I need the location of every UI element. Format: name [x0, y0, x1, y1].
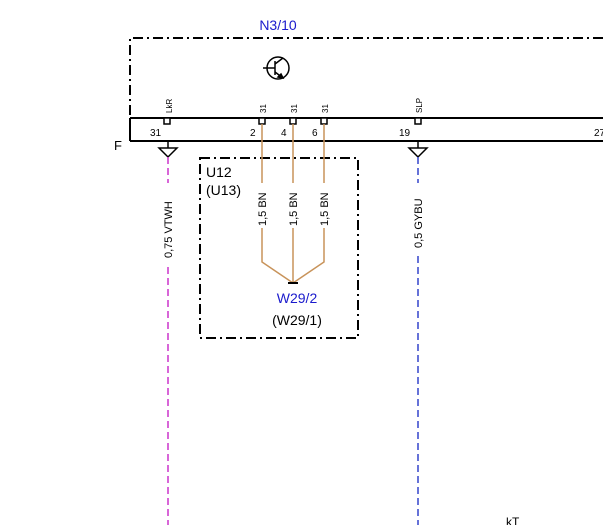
pin-label-slp: SLP — [415, 98, 424, 113]
splice-box — [199, 157, 359, 339]
pin-label-31b: 31 — [290, 104, 299, 113]
wire-label-bn: 1,5 BN — [288, 192, 300, 226]
wire-label-bg — [317, 183, 331, 228]
pin-label-31c: 31 — [321, 104, 330, 113]
wire-label-bg — [286, 183, 300, 228]
wire-label-bn: 1,5 BN — [319, 192, 331, 226]
connector-triangle — [157, 147, 179, 159]
splice-box-alt-name: (U13) — [206, 182, 241, 198]
footer-text: kT — [506, 515, 520, 525]
pin-label-31a: 31 — [259, 104, 268, 113]
pin-marker — [289, 117, 297, 125]
pin-number: 27 — [594, 128, 603, 139]
wire-label-gybu: 0,5 GYBU — [413, 198, 425, 248]
brown-wire — [292, 124, 325, 284]
module-name: N3/10 — [259, 17, 297, 33]
wire-label-bg — [161, 183, 175, 265]
pin-marker — [258, 117, 266, 125]
brown-wire — [261, 124, 294, 284]
splice-box-name: U12 — [206, 164, 232, 180]
ground-point-alt-name: (W29/1) — [272, 312, 322, 328]
wire-label-vtwh: 0,75 VTWH — [163, 201, 175, 258]
pin-number: 2 — [250, 128, 256, 139]
row-letter: F — [114, 138, 122, 153]
wire-label-bg — [255, 183, 269, 228]
ground-point-name: W29/2 — [277, 290, 318, 306]
wire-label-bg — [411, 183, 425, 255]
pin-number: 19 — [399, 128, 411, 139]
pin-number: 31 — [150, 128, 162, 139]
pin-marker — [414, 117, 422, 125]
module-boundary — [129, 37, 603, 118]
pin-number: 4 — [281, 128, 287, 139]
pin-number: 6 — [312, 128, 318, 139]
pin-label-lkr: LkR — [165, 99, 174, 113]
pin-marker — [163, 117, 171, 125]
connector-triangle — [407, 147, 429, 159]
pin-marker — [320, 117, 328, 125]
wire-label-bn: 1,5 BN — [257, 192, 269, 226]
transistor-icon — [263, 56, 290, 80]
